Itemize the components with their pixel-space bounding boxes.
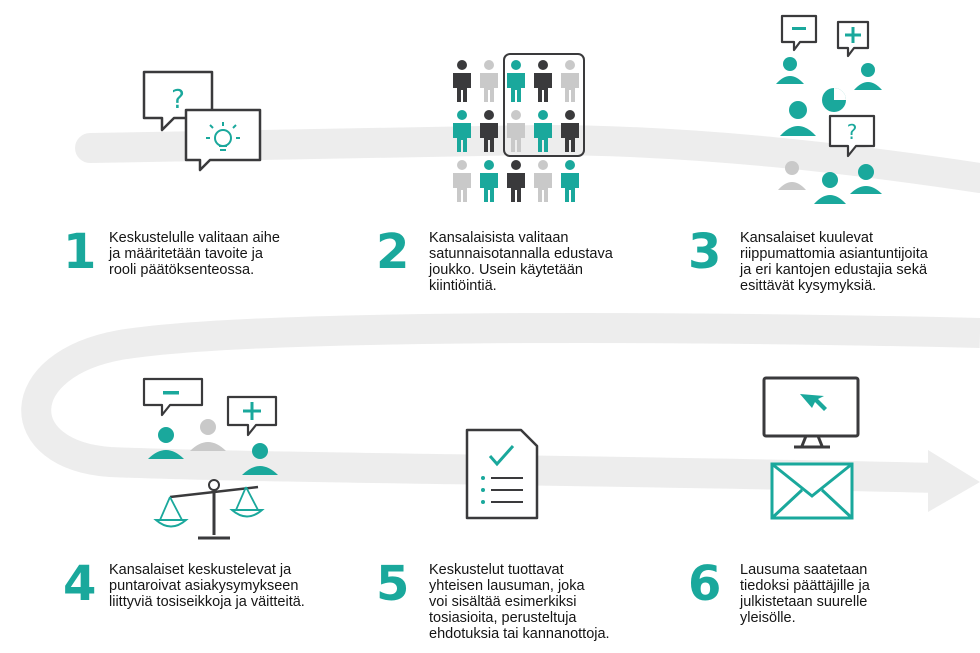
person-figure	[453, 110, 471, 152]
step-description: Kansalaiset keskustelevat ja puntaroivat…	[109, 562, 305, 610]
person-figure	[480, 110, 498, 152]
person-figure	[507, 160, 525, 202]
person-figure	[561, 160, 579, 202]
step-number: 3	[688, 224, 722, 280]
step-number: 5	[376, 556, 410, 612]
person-figure	[534, 160, 552, 202]
svg-text:?: ?	[847, 120, 858, 144]
step-number: 1	[63, 224, 97, 280]
speech-bubbles-question-idea-icon: ?	[142, 70, 262, 172]
monitor-envelope-icon	[762, 376, 860, 520]
people-grid-selection-icon	[453, 53, 585, 202]
selection-frame	[503, 53, 585, 157]
step-description: Keskustelut tuottavat yhteisen lausuman,…	[429, 562, 610, 642]
step-number: 2	[376, 224, 410, 280]
deliberation-scales-icon	[142, 377, 278, 540]
step-description: Keskustelulle valitaan aihe ja määritetä…	[109, 230, 280, 278]
step-description: Lausuma saatetaan tiedoksi päättäjille j…	[740, 562, 870, 626]
person-figure	[480, 60, 498, 102]
step-number: 6	[688, 556, 722, 612]
step-description: Kansalaiset kuulevat riippumattomia asia…	[740, 230, 928, 294]
step-description: Kansalaisista valitaan satunnaisotannall…	[429, 230, 613, 294]
person-figure	[480, 160, 498, 202]
person-figure	[453, 160, 471, 202]
step-number: 4	[63, 556, 97, 612]
person-figure	[507, 60, 525, 102]
svg-text:?: ?	[171, 85, 185, 115]
statement-document-icon	[465, 428, 539, 520]
experts-hearing-icon: ?	[776, 14, 882, 204]
person-figure	[561, 60, 579, 102]
person-figure	[534, 110, 552, 152]
person-figure	[453, 60, 471, 102]
person-figure	[507, 110, 525, 152]
person-figure	[561, 110, 579, 152]
person-figure	[534, 60, 552, 102]
